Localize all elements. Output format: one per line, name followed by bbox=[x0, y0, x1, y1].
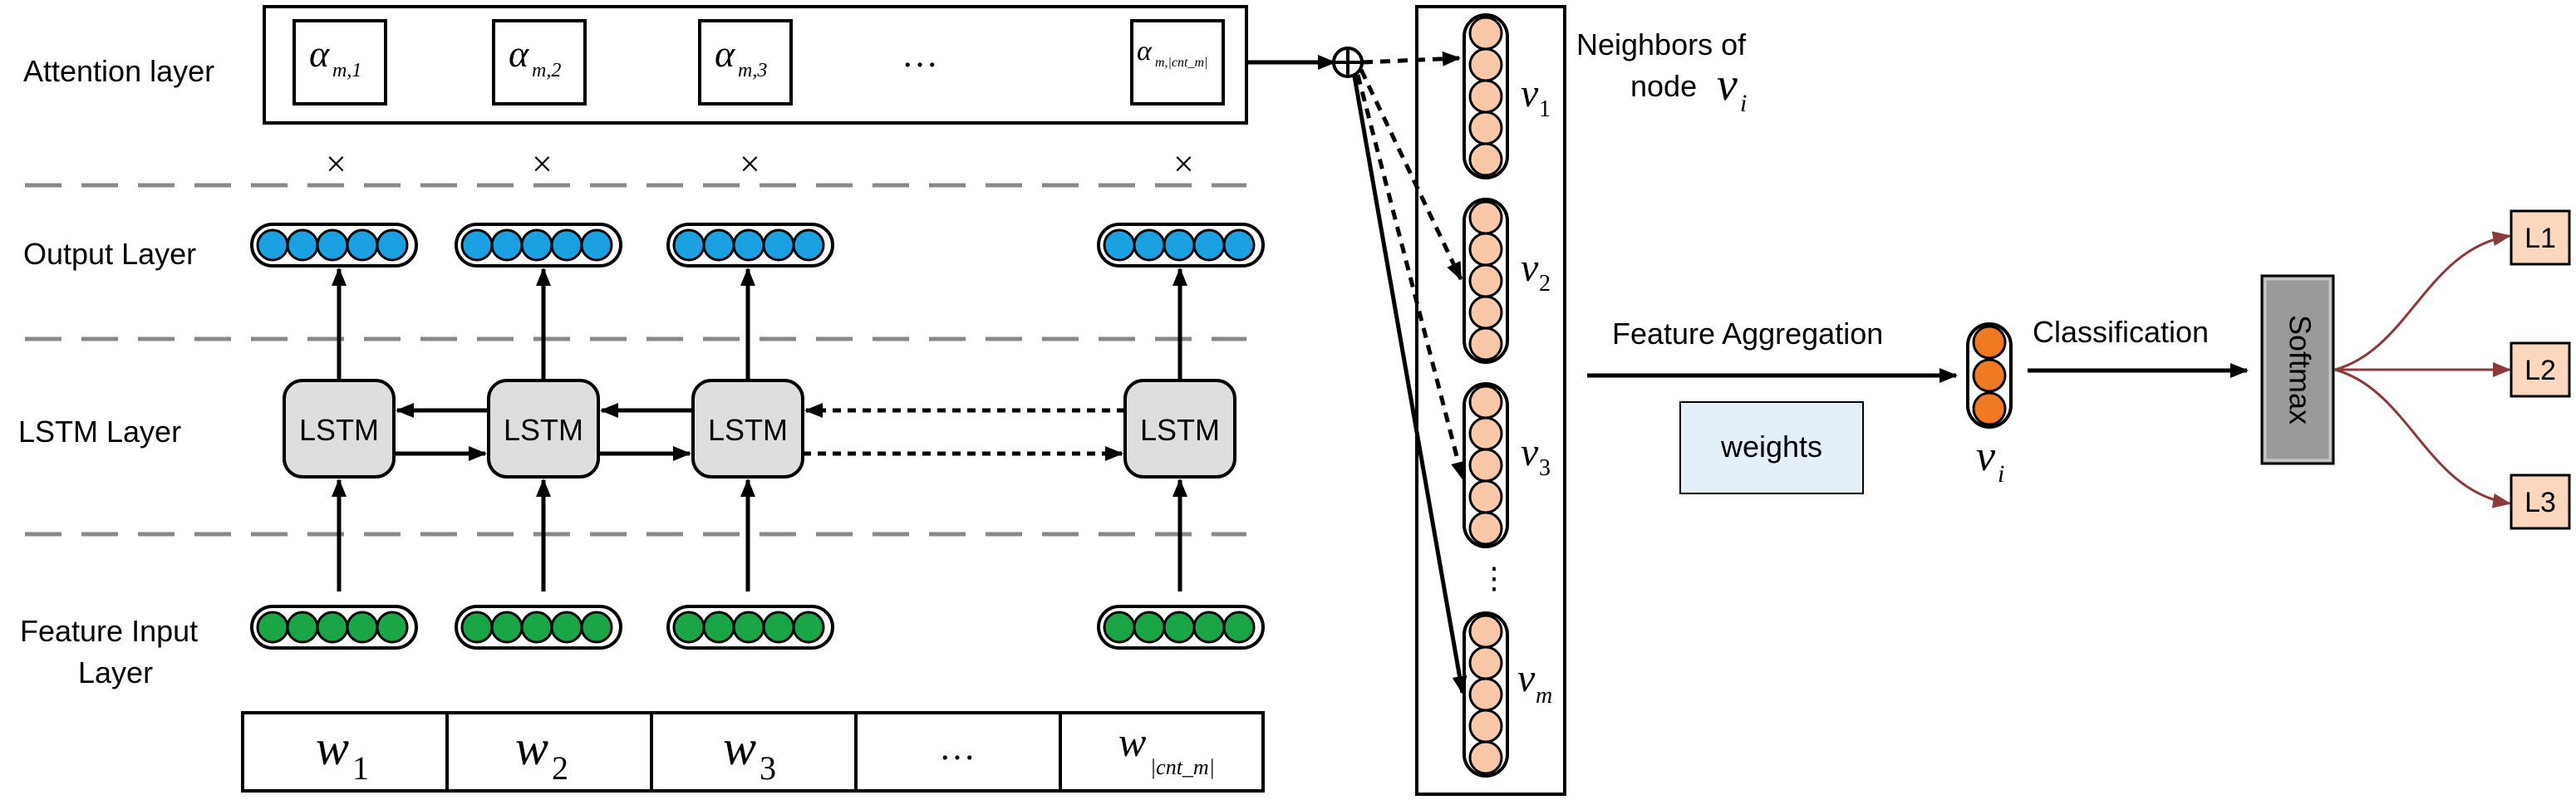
word-subscript: 1 bbox=[352, 749, 369, 787]
attention-weight-subscript: m,2 bbox=[532, 60, 561, 81]
attention-weight-subscript: m,3 bbox=[738, 60, 767, 81]
aggregated-node-subscript: i bbox=[1998, 460, 2004, 488]
class-label-text: L1 bbox=[2524, 223, 2556, 254]
word-symbol: w bbox=[316, 720, 349, 775]
lstm-cell-1: LSTM bbox=[283, 379, 396, 479]
neighbors-title-node-subscript: i bbox=[1740, 90, 1747, 117]
word-last: w |cnt_m| bbox=[1118, 719, 1215, 779]
input-vector-2 bbox=[455, 605, 622, 650]
word-1: w 1 bbox=[316, 720, 369, 787]
neighbor-symbol: v bbox=[1521, 430, 1539, 474]
class-label-L1: L1 bbox=[2510, 209, 2571, 266]
neighbor-label-3: v 3 bbox=[1521, 430, 1551, 481]
attention-weight-1: α m,1 bbox=[293, 19, 387, 106]
attention-weight-2: α m,2 bbox=[492, 19, 587, 106]
sum-operator-icon bbox=[1332, 47, 1364, 78]
word-symbol: w bbox=[723, 720, 756, 775]
attention-distribution-arrows bbox=[1352, 51, 1467, 694]
lstm-cell-label: LSTM bbox=[299, 413, 379, 447]
attention-weight-symbol: α bbox=[1137, 36, 1153, 66]
word-sequence bbox=[241, 711, 1265, 793]
output-vector-4 bbox=[1097, 223, 1265, 267]
neighbor-symbol: v bbox=[1521, 71, 1539, 115]
aggregated-node-symbol: v bbox=[1976, 433, 1996, 480]
word-2: w 2 bbox=[515, 720, 568, 787]
attention-weight-symbol: α bbox=[715, 32, 735, 75]
lstm-cell-4: LSTM bbox=[1123, 379, 1236, 479]
output-vector-3 bbox=[666, 223, 834, 267]
softmax-box: Softmax bbox=[2260, 274, 2335, 465]
lstm-cell-label: LSTM bbox=[504, 413, 583, 447]
neighbor-label-m: v m bbox=[1517, 656, 1552, 709]
neighbor-symbol: v bbox=[1521, 246, 1539, 290]
multiply-symbol-4: × bbox=[1173, 144, 1194, 184]
attention-weight-last: α m,|cnt_m| bbox=[1130, 19, 1225, 106]
attention-weight-subscript: m,|cnt_m| bbox=[1155, 56, 1207, 70]
input-layer-label-line1: Feature Input bbox=[20, 614, 198, 648]
lstm-cell-label: LSTM bbox=[1140, 413, 1220, 447]
attention-weight-symbol: α bbox=[509, 32, 529, 75]
classification-label: Classification bbox=[2033, 315, 2209, 349]
lstm-cell-3: LSTM bbox=[691, 379, 804, 479]
neighbors-title-line1: Neighbors of bbox=[1576, 27, 1747, 61]
neighbors-title-node-symbol: v bbox=[1717, 59, 1738, 110]
multiply-symbol-2: × bbox=[532, 144, 553, 184]
multiply-symbol-1: × bbox=[326, 144, 347, 184]
input-vector-1 bbox=[250, 605, 418, 650]
word-subscript: 3 bbox=[760, 749, 776, 787]
neighbor-vector-1 bbox=[1463, 13, 1509, 179]
attention-weight-symbol: α bbox=[309, 32, 330, 75]
neighbors-title-line2: node bbox=[1630, 69, 1697, 103]
neighbor-subscript: 1 bbox=[1539, 96, 1551, 122]
feature-aggregation-label: Feature Aggregation bbox=[1612, 317, 1883, 351]
neighbor-vector-3 bbox=[1463, 382, 1509, 548]
neighbor-label-1: v 1 bbox=[1521, 71, 1551, 122]
word-ellipsis: … bbox=[939, 727, 976, 768]
word-3: w 3 bbox=[723, 720, 776, 787]
lstm-cell-2: LSTM bbox=[487, 379, 600, 479]
aggregated-node-vector bbox=[1966, 322, 2013, 429]
softmax-label: Softmax bbox=[2283, 315, 2317, 425]
class-label-L3: L3 bbox=[2510, 474, 2571, 530]
neighbor-subscript: 2 bbox=[1539, 271, 1551, 297]
attention-weight-3: α m,3 bbox=[698, 19, 793, 106]
neighbor-vector-m bbox=[1463, 611, 1509, 778]
weights-label: weights bbox=[1720, 429, 1822, 464]
lstm-cell-label: LSTM bbox=[708, 413, 788, 447]
neighbor-vector-2 bbox=[1463, 198, 1509, 364]
neighbor-vertical-dots: ⋮ bbox=[1479, 562, 1509, 595]
word-subscript: |cnt_m| bbox=[1150, 755, 1215, 779]
neighbor-subscript: 3 bbox=[1539, 455, 1551, 481]
neighbor-symbol: v bbox=[1517, 656, 1536, 700]
multiply-symbol-3: × bbox=[740, 144, 760, 184]
neighbor-subscript: m bbox=[1536, 683, 1552, 709]
class-label-text: L3 bbox=[2524, 487, 2556, 518]
word-symbol: w bbox=[1118, 719, 1146, 765]
class-label-text: L2 bbox=[2524, 355, 2556, 386]
vertical-flow-arrows bbox=[332, 267, 1187, 591]
word-subscript: 2 bbox=[552, 749, 568, 787]
softmax-output-arrows bbox=[2334, 231, 2511, 508]
output-vector-2 bbox=[455, 223, 622, 267]
class-label-L2: L2 bbox=[2510, 341, 2571, 398]
output-layer-label: Output Layer bbox=[23, 237, 196, 271]
neighbor-label-2: v 2 bbox=[1521, 246, 1551, 297]
lstm-recurrent-arrows bbox=[394, 403, 1125, 461]
attention-ellipsis: … bbox=[902, 34, 938, 75]
input-vector-4 bbox=[1097, 605, 1265, 650]
layer-separators bbox=[25, 183, 1246, 537]
input-layer-label-line2: Layer bbox=[78, 655, 153, 690]
input-vector-3 bbox=[666, 605, 834, 650]
weights-box: weights bbox=[1679, 401, 1864, 494]
lstm-layer-label: LSTM Layer bbox=[18, 415, 181, 449]
attention-layer-label: Attention layer bbox=[23, 54, 214, 88]
word-symbol: w bbox=[515, 720, 548, 775]
output-vector-1 bbox=[250, 223, 418, 267]
attention-weight-subscript: m,1 bbox=[332, 60, 361, 81]
